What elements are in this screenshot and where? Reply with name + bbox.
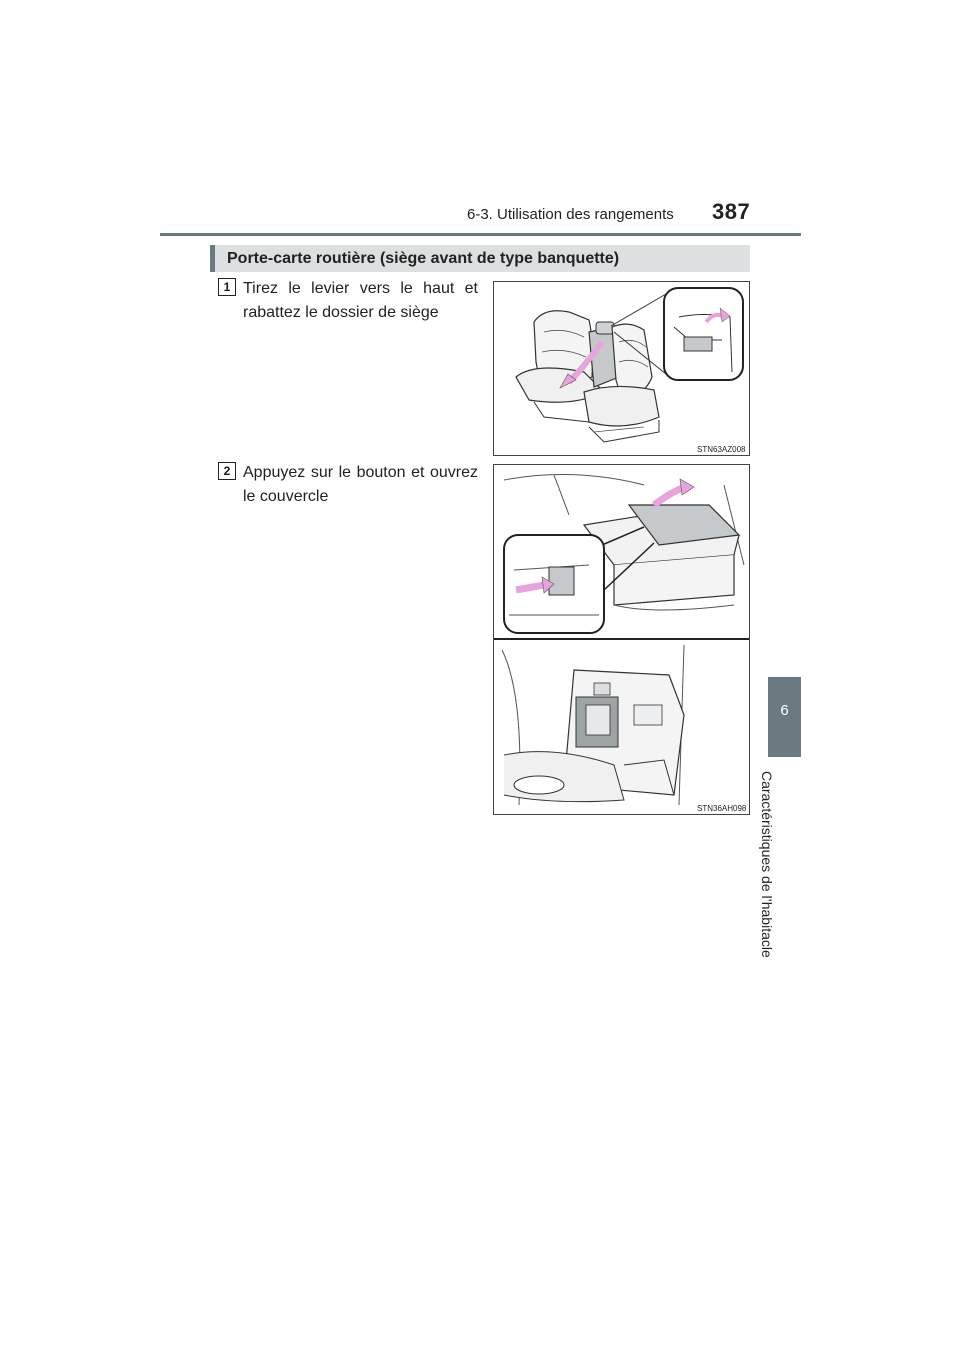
step-1-badge: 1 (218, 278, 236, 296)
figure-fold-seat-illustration: STN63AZ008 (493, 281, 750, 456)
step-2-badge: 2 (218, 462, 236, 480)
section-title: 6-3. Utilisation des rangements (467, 206, 674, 223)
figure-1-code: STN63AZ008 (697, 445, 746, 454)
section-heading: Porte-carte routière (siège avant de typ… (210, 245, 750, 272)
figure-open-cover-illustration: STN36AH098 (493, 464, 750, 815)
chapter-number: 6 (780, 702, 789, 719)
chapter-tab: 6 (768, 677, 801, 757)
header-divider (160, 233, 801, 236)
figure-2-code: STN36AH098 (697, 804, 747, 813)
seat-fold-drawing (515, 287, 744, 443)
step-1-text: Tirez le levier vers le haut et rabattez… (243, 280, 478, 321)
chapter-title: Caractéristiques de l’habitacle (759, 771, 775, 958)
cover-open-drawing (494, 474, 749, 806)
page-number: 387 (712, 199, 751, 224)
step-2-text: Appuyez sur le bouton et ouvrez le couve… (243, 464, 478, 505)
